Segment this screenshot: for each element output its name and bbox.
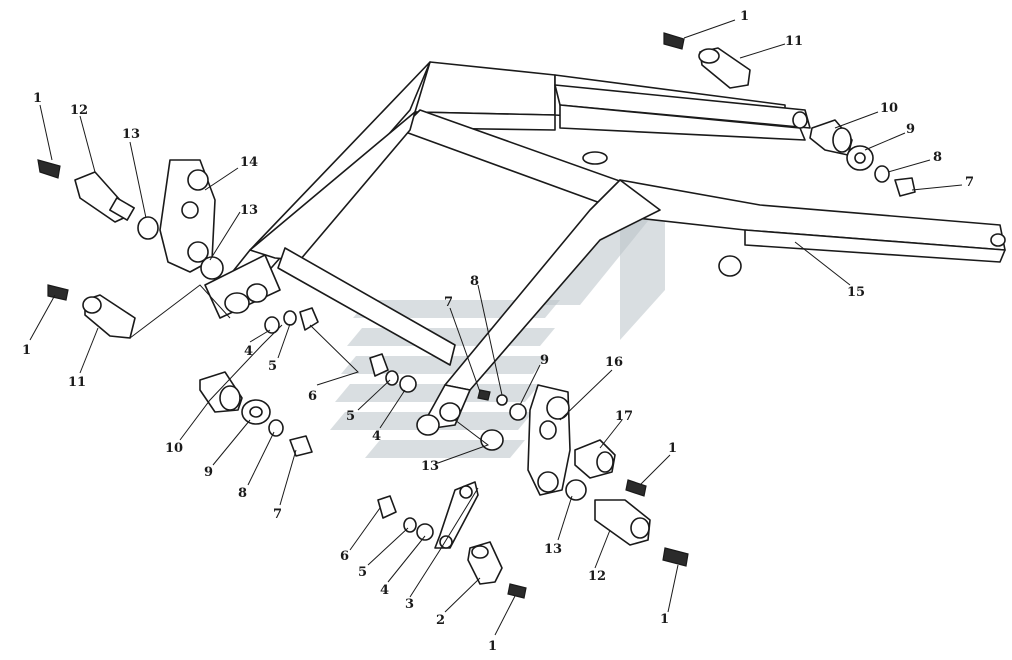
bushing-10-left	[199, 371, 243, 413]
callout-4: 4	[372, 429, 381, 444]
callout-10: 10	[165, 441, 183, 456]
callout-8: 8	[470, 274, 479, 289]
callout-1: 1	[22, 343, 31, 358]
callout-9: 9	[906, 122, 915, 137]
callout-14: 14	[240, 155, 258, 170]
callout-7: 7	[444, 295, 453, 310]
link-3	[434, 481, 479, 549]
grease-nipples	[37, 32, 916, 599]
callout-8: 8	[933, 150, 942, 165]
callout-10: 10	[880, 101, 898, 116]
callout-11: 11	[785, 34, 803, 49]
callout-4: 4	[244, 344, 253, 359]
link-plate-14	[159, 159, 216, 273]
callout-2: 2	[436, 613, 445, 628]
callout-9: 9	[204, 465, 213, 480]
pin-17	[574, 439, 616, 479]
callout-11: 11	[68, 375, 86, 390]
callout-5: 5	[346, 409, 355, 424]
callout-1: 1	[488, 639, 497, 654]
link-plate-16	[527, 384, 571, 496]
callout-6: 6	[308, 389, 317, 404]
callout-7: 7	[965, 175, 974, 190]
callout-13: 13	[122, 127, 140, 142]
callout-3: 3	[405, 597, 414, 612]
callout-4: 4	[380, 583, 389, 598]
callout-1: 1	[740, 9, 749, 24]
callout-1: 1	[33, 91, 42, 106]
pin-11-left	[82, 294, 136, 339]
callout-13: 13	[544, 542, 562, 557]
callout-15: 15	[847, 285, 865, 300]
washers-and-nuts	[241, 145, 890, 541]
callout-5: 5	[358, 565, 367, 580]
bushing-13	[137, 216, 587, 501]
callout-17: 17	[615, 409, 633, 424]
callout-6: 6	[340, 549, 349, 564]
bushing-10-right	[809, 119, 853, 156]
pin-2	[467, 541, 503, 585]
pin-12-right	[594, 499, 651, 546]
pin-11-right	[698, 47, 751, 89]
callout-1: 1	[668, 441, 677, 456]
callout-5: 5	[268, 359, 277, 374]
callout-12: 12	[588, 569, 606, 584]
callout-7: 7	[273, 507, 282, 522]
swing-arm-frame	[204, 61, 1006, 436]
callout-1: 1	[660, 612, 669, 627]
callout-16: 16	[605, 355, 623, 370]
callout-13: 13	[240, 203, 258, 218]
callout-9: 9	[540, 353, 549, 368]
leader-lines	[29, 19, 963, 636]
callout-8: 8	[238, 486, 247, 501]
pin-12-left	[74, 171, 135, 223]
callout-12: 12	[70, 103, 88, 118]
callout-numbers: 1 11 10 9 8 7 15 1 12 13 14 13 1 11 4 5 …	[22, 9, 974, 654]
callout-13: 13	[421, 459, 439, 474]
